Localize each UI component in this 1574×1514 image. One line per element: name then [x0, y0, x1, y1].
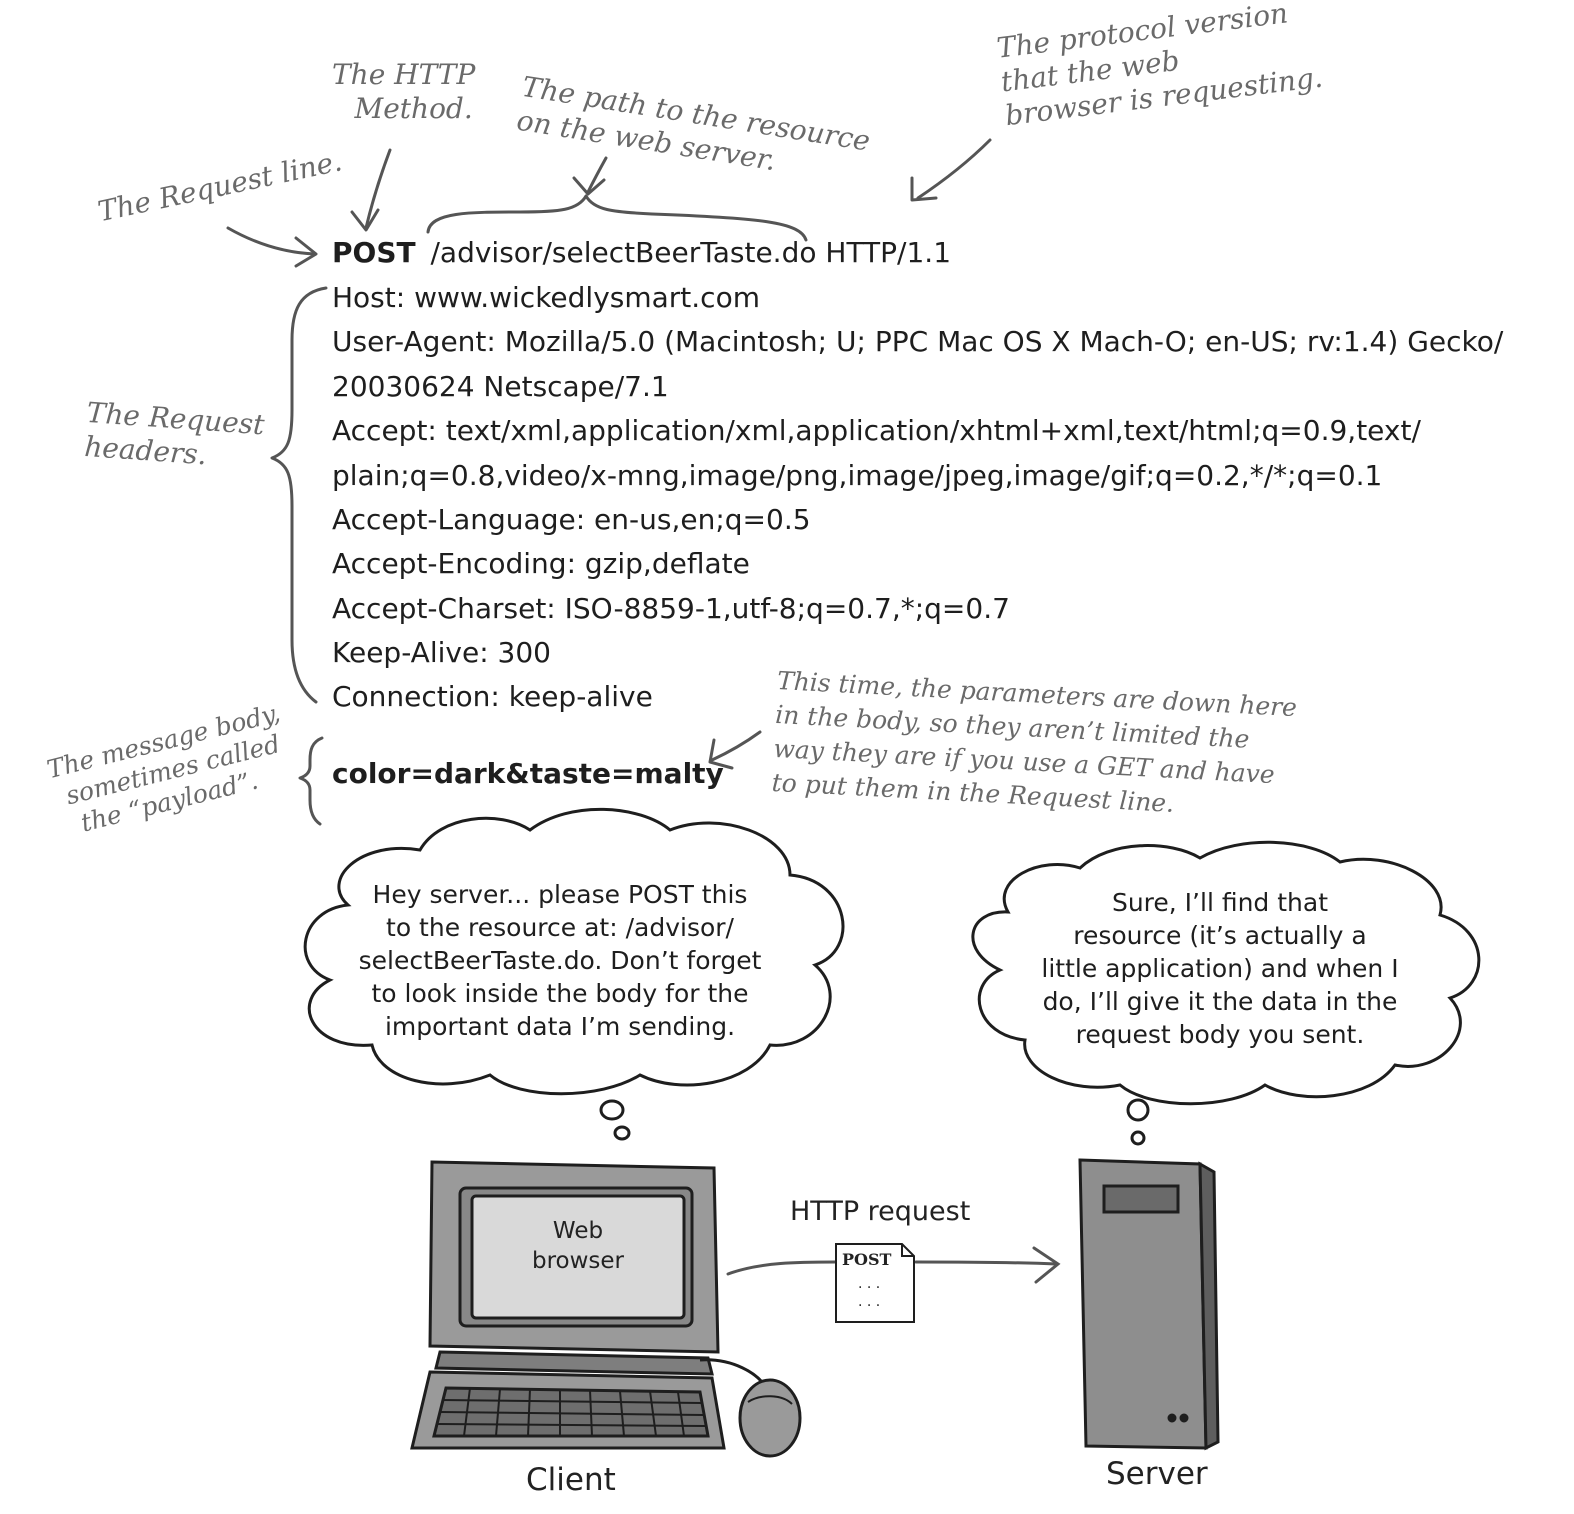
- request-line-arrowhead: [294, 236, 318, 268]
- method-arrow: [364, 148, 392, 230]
- client-bubble-text: Hey server... please POST this to the re…: [358, 880, 762, 1041]
- server-thought-bubble: [971, 840, 1481, 1146]
- protocol-arrow: [916, 138, 992, 200]
- post-document: [835, 1243, 915, 1323]
- body-note-arrow: [710, 730, 762, 762]
- client-thought-bubble: [303, 807, 845, 1141]
- header-line: Accept-Charset: ISO-8859-1,utf-8;q=0.7,*…: [332, 592, 1010, 625]
- header-line: Keep-Alive: 300: [332, 636, 551, 669]
- method-arrowhead: [350, 208, 380, 232]
- header-line: Host: www.wickedlysmart.com: [332, 281, 760, 314]
- header-line: Accept-Encoding: gzip,deflate: [332, 547, 750, 580]
- message-body: color=dark&taste=malty: [332, 757, 724, 790]
- request-method: POST: [332, 236, 416, 269]
- post-document-dots: . . .: [858, 1276, 881, 1292]
- request-line: POST /advisor/selectBeerTaste.do HTTP/1.…: [332, 238, 951, 268]
- header-line: Accept: text/xml,application/xml,applica…: [332, 414, 1421, 447]
- http-request-arrowhead: [1032, 1246, 1061, 1284]
- client-mouse: [699, 1358, 802, 1458]
- header-line: Connection: keep-alive: [332, 680, 653, 713]
- server-label: Server: [1106, 1456, 1208, 1492]
- request-path: /advisor/selectBeerTaste.do: [430, 236, 817, 269]
- path-arrowhead: [572, 176, 606, 196]
- http-request-label: HTTP request: [790, 1196, 971, 1227]
- path-brace: [426, 194, 808, 242]
- request-version: HTTP/1.1: [825, 236, 952, 269]
- http-method-annotation: The HTTP Method.: [332, 58, 476, 125]
- body-note-arrowhead: [708, 738, 734, 770]
- post-document-label: POST: [842, 1250, 892, 1269]
- server-bubble-text: Sure, I’ll find that resource (it’s actu…: [1041, 888, 1399, 1049]
- http-request-arrow: [726, 1260, 1058, 1276]
- header-line: 20030624 Netscape/7.1: [332, 370, 669, 403]
- client-keyboard: [410, 1370, 726, 1450]
- client-monitor: [428, 1160, 720, 1376]
- headers-brace: [270, 286, 328, 704]
- body-brace: [298, 736, 324, 826]
- request-line-arrow: [226, 226, 316, 256]
- client-label: Client: [526, 1462, 616, 1498]
- path-arrow: [586, 156, 608, 194]
- protocol-arrowhead: [910, 176, 938, 202]
- header-line: plain;q=0.8,video/x-mng,image/png,image/…: [332, 459, 1383, 492]
- header-line: User-Agent: Mozilla/5.0 (Macintosh; U; P…: [332, 325, 1504, 358]
- post-document-dots: . . .: [858, 1294, 881, 1310]
- header-line: Accept-Language: en-us,en;q=0.5: [332, 503, 811, 536]
- screen-label: Web browser: [531, 1218, 625, 1274]
- server-tower: [1078, 1158, 1220, 1451]
